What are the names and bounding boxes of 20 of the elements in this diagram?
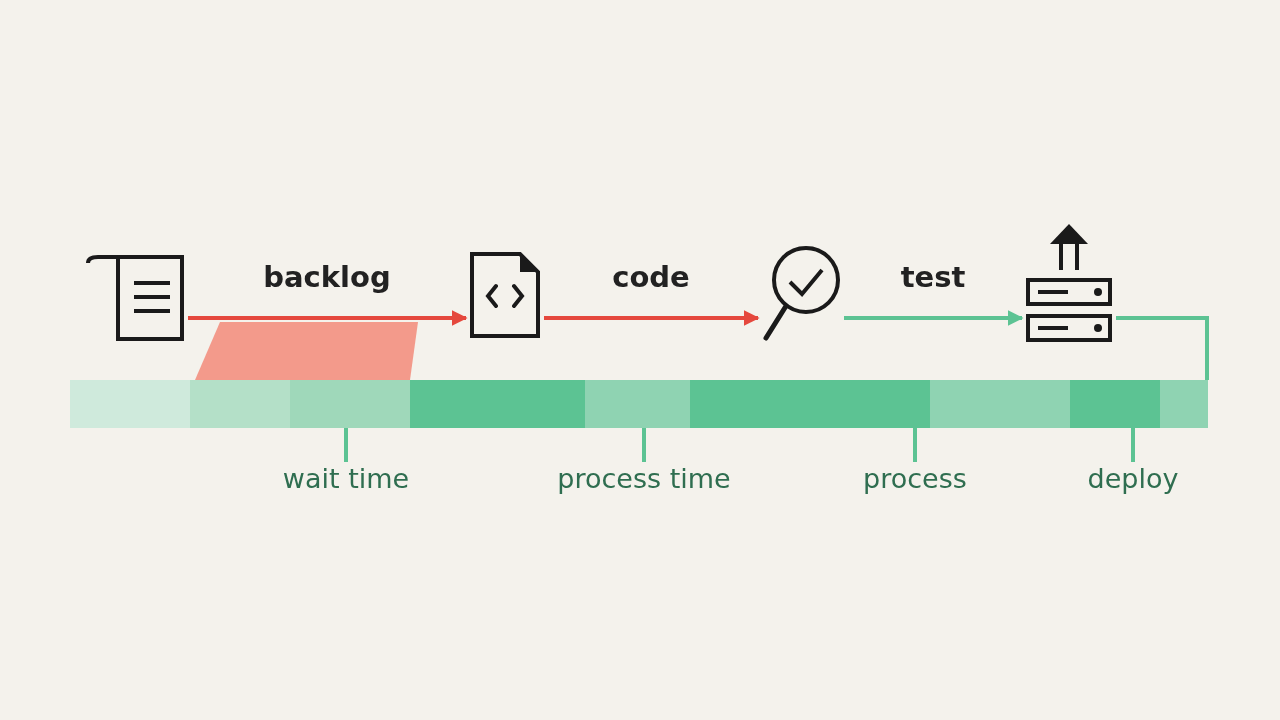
arrow: [188, 310, 468, 326]
connector-line: [1116, 316, 1209, 380]
edge-label: test: [900, 260, 966, 294]
leader-label: wait time: [266, 462, 426, 496]
leader-label: process time: [544, 462, 744, 496]
document-icon: [86, 253, 186, 343]
leader-label: deploy: [1073, 462, 1193, 496]
edge-label: backlog: [263, 260, 391, 294]
leader-line: [344, 428, 348, 462]
leader-line: [642, 428, 646, 462]
leader-label: process: [850, 462, 980, 496]
leader-line: [1131, 428, 1135, 462]
edge-label: code: [612, 260, 690, 294]
timeline-bar: [70, 380, 1208, 428]
leader-line: [913, 428, 917, 462]
server-upload-icon: [1024, 222, 1114, 344]
magnifier-check-icon: [760, 244, 842, 344]
arrow: [544, 310, 760, 326]
arrow: [844, 310, 1024, 326]
code-file-icon: [468, 250, 542, 340]
